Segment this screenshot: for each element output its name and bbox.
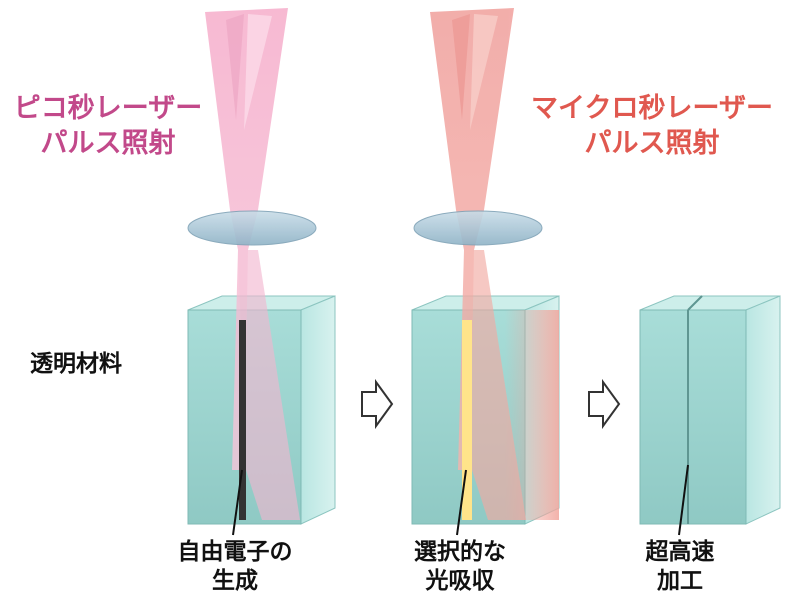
pointer-3 bbox=[678, 464, 689, 536]
step1-caption-line1: 自由電子の bbox=[177, 539, 293, 565]
free-electron-line bbox=[239, 320, 246, 520]
micro-title: マイクロ秒レーザー パルス照射 bbox=[512, 92, 792, 161]
stage-picosecond bbox=[187, 8, 336, 525]
material-label: 透明材料 bbox=[30, 351, 122, 377]
lens-2 bbox=[413, 210, 543, 246]
micro-title-line2: パルス照射 bbox=[584, 127, 720, 159]
lens-1 bbox=[187, 210, 317, 246]
pico-title-line2: パルス照射 bbox=[40, 127, 176, 159]
step3-caption-line2: 加工 bbox=[657, 568, 703, 595]
pico-title: ピコ秒レーザー パルス照射 bbox=[8, 92, 208, 161]
right-arrow-icon bbox=[361, 378, 394, 430]
step3-caption: 超高速 加工 bbox=[610, 538, 750, 597]
absorption-line bbox=[462, 320, 472, 520]
pico-title-line1: ピコ秒レーザー bbox=[13, 93, 203, 124]
step2-caption-line1: 選択的な bbox=[414, 539, 506, 565]
stage-processed bbox=[639, 295, 781, 525]
step2-caption: 選択的な 光吸収 bbox=[380, 538, 540, 597]
right-arrow-icon bbox=[588, 378, 621, 430]
micro-title-line1: マイクロ秒レーザー bbox=[531, 93, 773, 124]
stage-microsecond bbox=[411, 8, 560, 525]
step3-caption-line1: 超高速 bbox=[645, 539, 715, 565]
step1-caption: 自由電子の 生成 bbox=[150, 538, 320, 597]
step1-caption-line2: 生成 bbox=[212, 568, 258, 595]
pointer-2 bbox=[456, 469, 467, 536]
pointer-1 bbox=[232, 469, 243, 536]
step2-caption-line2: 光吸収 bbox=[425, 568, 495, 595]
